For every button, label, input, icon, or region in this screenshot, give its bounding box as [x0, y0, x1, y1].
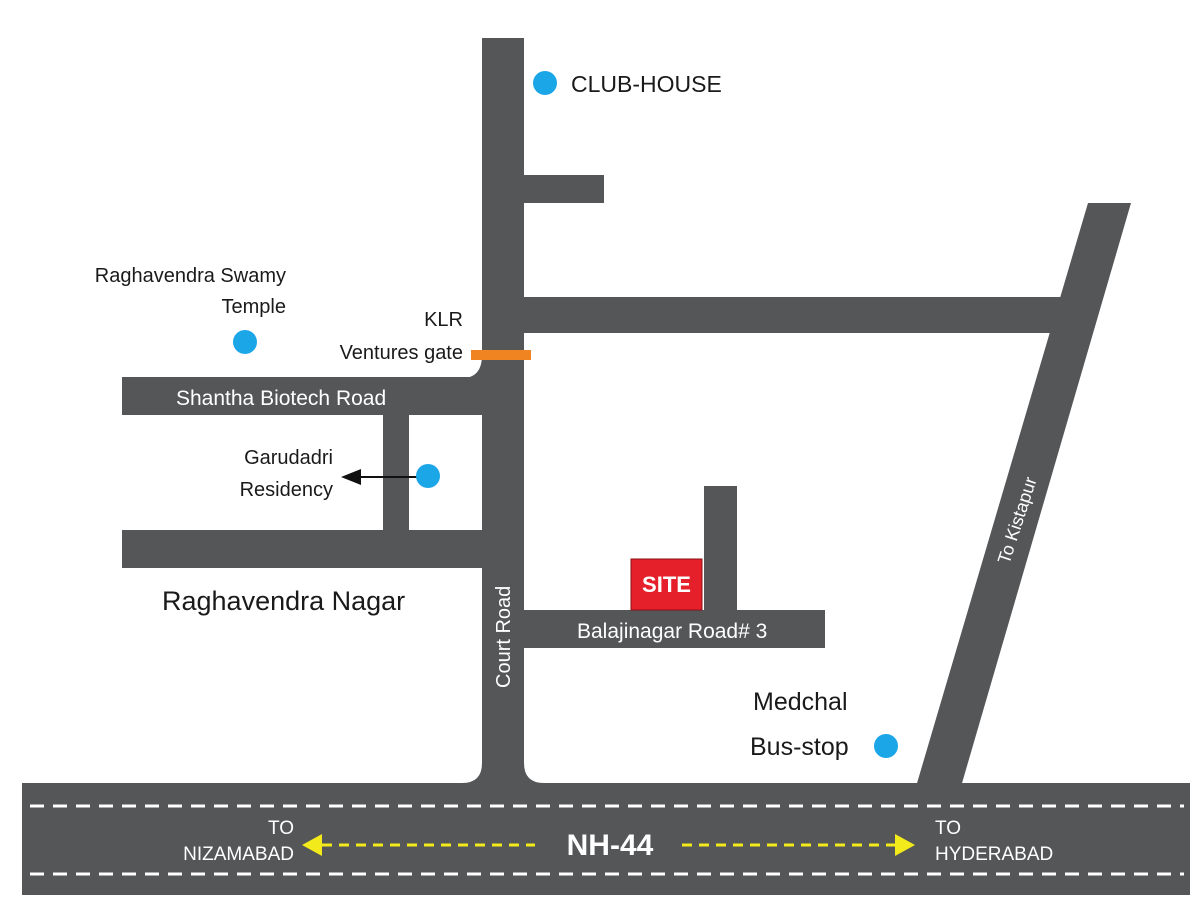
nh44-highway	[22, 783, 1190, 895]
poi-dot-icon	[533, 71, 557, 95]
bus-stop-label-line2: Bus-stop	[750, 733, 849, 761]
court-road-label: Court Road	[493, 586, 515, 688]
site-marker-label: SITE	[642, 572, 691, 597]
road-network	[22, 38, 1190, 895]
temple-label-line2: Temple	[222, 296, 286, 318]
landmark-garudadri-residency[interactable]: Garudadri Residency	[240, 447, 440, 501]
raghavendra-nagar-area-label: Raghavendra Nagar	[162, 586, 405, 616]
shantha-biotech-road-label: Shantha Biotech Road	[176, 387, 386, 410]
clubhouse-label: CLUB-HOUSE	[571, 71, 722, 97]
bus-stop-label-line1: Medchal	[753, 688, 848, 716]
clubhouse-spur-road	[482, 175, 604, 203]
raghavendra-nagar-road	[122, 530, 524, 568]
to-nizamabad-line2: NIZAMABAD	[183, 844, 294, 865]
landmark-raghavendra-temple[interactable]: Raghavendra Swamy Temple	[95, 265, 286, 354]
to-hyderabad-line2: HYDERABAD	[935, 844, 1053, 865]
balajinagar-road	[520, 610, 825, 648]
arrow-left-icon	[302, 834, 535, 856]
landmark-medchal-bus-stop[interactable]: Medchal Bus-stop	[750, 688, 898, 761]
temple-label-line1: Raghavendra Swamy	[95, 265, 286, 287]
poi-dot-icon	[416, 464, 440, 488]
road-junction-fillet	[462, 355, 482, 378]
highway-labels: TO NIZAMABAD NH-44 TO HYDERABAD	[183, 818, 1053, 865]
gate-bar-icon	[471, 350, 531, 360]
site-marker-box	[630, 558, 703, 611]
highway-name: NH-44	[567, 829, 654, 862]
to-nizamabad-line1: TO	[268, 818, 294, 839]
kistapur-road	[915, 203, 1131, 790]
east-connector-road	[482, 297, 1064, 333]
landmark-clubhouse[interactable]: CLUB-HOUSE	[533, 71, 722, 97]
site-marker[interactable]: SITE	[630, 558, 703, 611]
lane-markings	[30, 804, 1184, 876]
site-spur-road	[704, 486, 737, 616]
arrow-left-icon	[341, 469, 418, 485]
balajinagar-road-label: Balajinagar Road# 3	[577, 620, 767, 643]
garudadri-label-line1: Garudadri	[244, 447, 333, 469]
klr-gate-label-line2: Ventures gate	[340, 342, 463, 364]
klr-gate-label-line1: KLR	[424, 309, 463, 331]
to-hyderabad-line1: TO	[935, 818, 961, 839]
poi-dot-icon	[233, 330, 257, 354]
garudadri-label-line2: Residency	[240, 479, 333, 501]
poi-dot-icon	[874, 734, 898, 758]
arrow-right-icon	[682, 834, 915, 856]
shantha-biotech-road	[122, 377, 524, 415]
garudadri-connector-road	[383, 412, 409, 532]
landmark-klr-ventures-gate[interactable]: KLR Ventures gate	[340, 309, 531, 364]
